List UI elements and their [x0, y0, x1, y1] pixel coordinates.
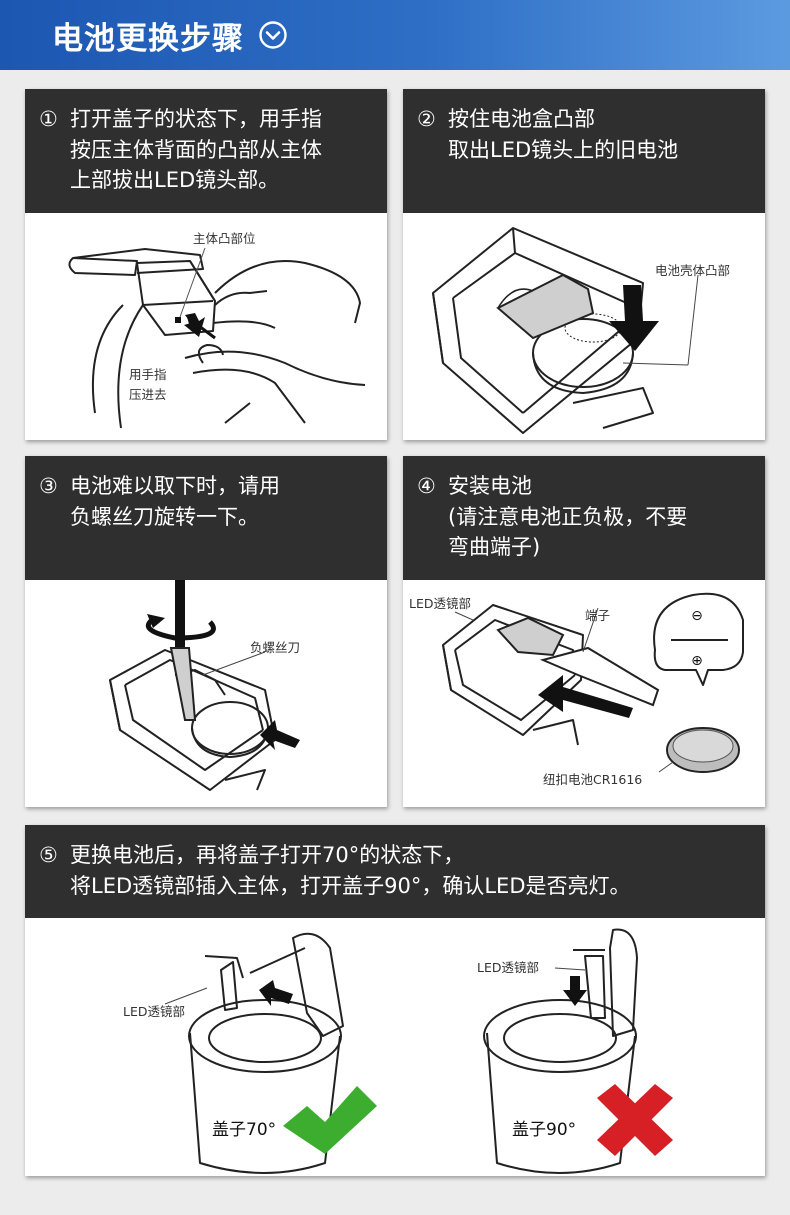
- step-text-line: 负螺丝刀旋转一下。: [70, 504, 259, 529]
- step-number: ④: [417, 474, 436, 498]
- callout-label: LED透镜部: [409, 596, 471, 611]
- step-card-2: ② 按住电池盒凸部 取出LED镜头上的旧电池 电池壳体凸部: [403, 89, 765, 440]
- step-text-line: 上部拔出LED镜头部。: [70, 168, 280, 192]
- callout-label: 压进去: [129, 387, 167, 402]
- step-card-5: ⑤ 更换电池后，再将盖子打开70°的状态下， 将LED透镜部插入主体，打开盖子90…: [25, 825, 765, 1176]
- step-number: ⑤: [39, 843, 58, 867]
- step-text-line: 弯曲端子): [448, 535, 541, 559]
- step-number: ②: [417, 107, 436, 131]
- angle-caption: 盖子90°: [512, 1120, 576, 1140]
- plus-symbol: ⊕: [691, 653, 703, 669]
- step-card-3: ③ 电池难以取下时，请用 负螺丝刀旋转一下。 负螺丝刀: [25, 456, 387, 807]
- callout-label: 负螺丝刀: [250, 640, 300, 655]
- illustration-remove-lens: 主体凸部位 用手指 压进去: [25, 213, 387, 440]
- step-number: ③: [39, 474, 58, 498]
- cross-icon: [597, 1084, 673, 1156]
- minus-symbol: ⊖: [691, 608, 703, 624]
- callout-label: LED透镜部: [123, 1004, 185, 1019]
- illustration-screwdriver: 负螺丝刀: [25, 580, 387, 807]
- illustration-reinsert-lens: LED透镜部 LED透镜部 盖子70° 盖子90°: [25, 918, 765, 1176]
- step-instruction-3: ③ 电池难以取下时，请用 负螺丝刀旋转一下。: [25, 456, 387, 580]
- step-text-line: 取出LED镜头上的旧电池: [448, 137, 679, 162]
- step-instruction-2: ② 按住电池盒凸部 取出LED镜头上的旧电池: [403, 89, 765, 213]
- step-instruction-1: ① 打开盖子的状态下，用手指 按压主体背面的凸部从主体 上部拔出LED镜头部。: [25, 89, 387, 213]
- step-text-line: 更换电池后，再将盖子打开70°的状态下，: [70, 843, 465, 867]
- illustration-install-battery: ⊖ ⊕ LED透镜部 端子 纽扣电池CR1616: [403, 580, 765, 807]
- page-title: 电池更换步骤: [52, 20, 244, 57]
- callout-label: 端子: [585, 608, 610, 623]
- step-instruction-5: ⑤ 更换电池后，再将盖子打开70°的状态下， 将LED透镜部插入主体，打开盖子90…: [25, 825, 765, 918]
- step-text-line: 按压主体背面的凸部从主体: [70, 137, 322, 162]
- page-header: 电池更换步骤: [0, 0, 790, 70]
- angle-caption: 盖子70°: [212, 1120, 276, 1140]
- step-text-line: 安装电池: [448, 474, 532, 498]
- step-text-line: 电池难以取下时，请用: [70, 474, 280, 498]
- step-number: ①: [39, 107, 58, 131]
- callout-label: 电池壳体凸部: [655, 263, 730, 278]
- step-card-1: ① 打开盖子的状态下，用手指 按压主体背面的凸部从主体 上部拔出LED镜头部。: [25, 89, 387, 440]
- callout-label: 用手指: [129, 367, 167, 382]
- callout-label: 纽扣电池CR1616: [543, 772, 642, 787]
- step-instruction-4: ④ 安装电池 (请注意电池正负极，不要 弯曲端子): [403, 456, 765, 580]
- chevron-down-circle-icon: [259, 21, 287, 49]
- illustration-remove-battery: 电池壳体凸部: [403, 213, 765, 440]
- step-text-line: 将LED透镜部插入主体，打开盖子90°，确认LED是否亮灯。: [70, 873, 631, 898]
- callout-label: LED透镜部: [477, 960, 539, 975]
- step-text-line: 按住电池盒凸部: [448, 107, 595, 131]
- step-text-line: (请注意电池正负极，不要: [448, 504, 688, 529]
- check-icon: [283, 1086, 377, 1154]
- step-text-line: 打开盖子的状态下，用手指: [70, 107, 322, 131]
- callout-label: 主体凸部位: [193, 231, 256, 246]
